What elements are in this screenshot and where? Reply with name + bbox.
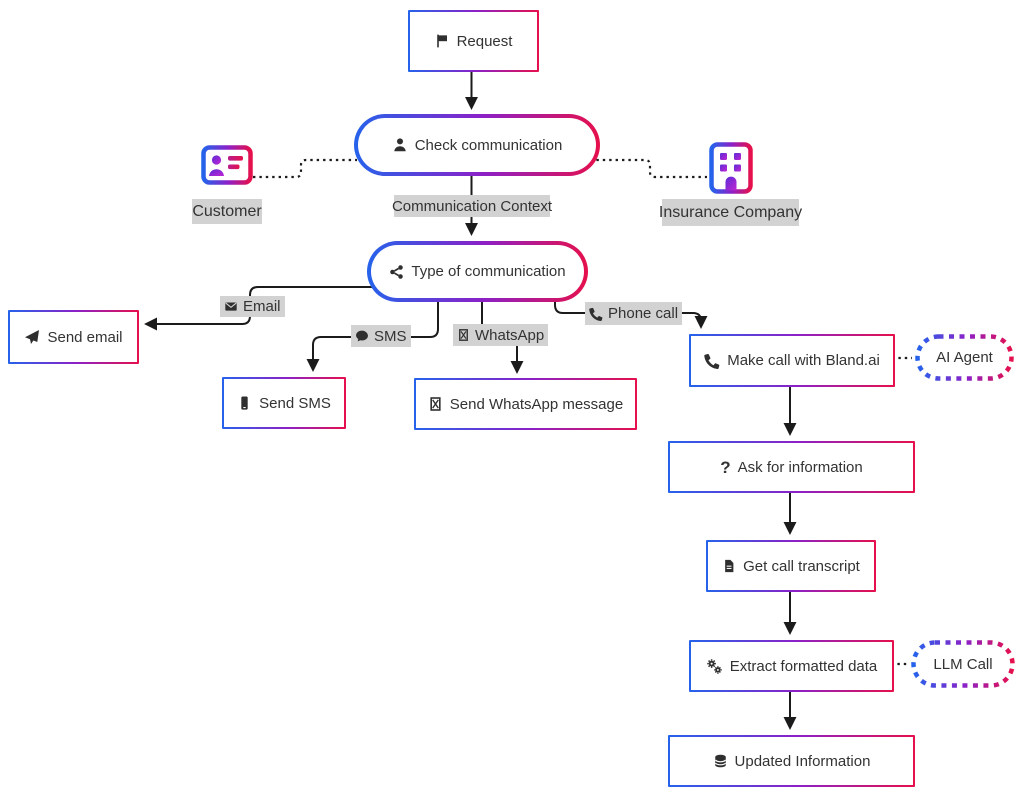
node-send-sms: Send SMS [222, 377, 346, 429]
node-send-email: Send email [8, 310, 139, 364]
user-icon [394, 138, 406, 152]
actor-customer-label: Customer [192, 199, 262, 224]
id-card-icon [201, 145, 253, 185]
llm-call-dashed-border [911, 640, 1015, 688]
question-mark-icon: ? [720, 457, 731, 477]
paper-plane-icon [25, 330, 40, 344]
node-check-communication-label: Check communication [414, 136, 563, 154]
edge-label-communication-context: Communication Context [391, 195, 553, 217]
node-ai-agent: AI Agent [915, 334, 1014, 381]
flag-icon [436, 34, 447, 48]
envelope-icon [225, 302, 237, 311]
edge-label-whatsapp: WhatsApp [453, 324, 549, 346]
phone-icon [589, 307, 603, 321]
node-send-email-label: Send email [47, 328, 123, 346]
building-icon [709, 142, 753, 194]
edge-label-sms: SMS [351, 325, 411, 347]
node-llm-call: LLM Call [911, 640, 1015, 688]
node-ask-info-label: Ask for information [737, 458, 863, 476]
edge-label-email: Email [220, 296, 285, 317]
phone-call-label-text: Phone call [608, 305, 679, 322]
database-icon [714, 754, 726, 768]
ai-agent-dashed-border [915, 334, 1014, 381]
insurance-label-text: Insurance Company [658, 203, 803, 221]
file-lines-icon [725, 559, 734, 573]
comment-icon [356, 330, 368, 342]
whatsapp-missing-glyph-icon [430, 397, 441, 411]
actor-insurance-label: Insurance Company [658, 199, 803, 226]
node-ask-info: ? Ask for information [668, 441, 915, 493]
edge-label-phone-call: Phone call [585, 302, 683, 325]
node-make-call: Make call with Bland.ai [689, 334, 895, 387]
gears-icon [706, 658, 722, 674]
share-nodes-icon [390, 264, 404, 279]
node-extract-data-label: Extract formatted data [729, 657, 878, 675]
node-type-of-communication-label: Type of communication [411, 263, 566, 280]
node-updated-info-label: Updated Information [734, 752, 871, 770]
communication-context-text: Communication Context [391, 197, 553, 215]
node-make-call-label: Make call with Bland.ai [727, 352, 880, 369]
node-request-label: Request [456, 32, 513, 50]
edge-check-insurance [590, 158, 707, 179]
whatsapp-missing-glyph-icon [459, 329, 468, 341]
node-request: Request [408, 10, 539, 72]
node-get-transcript-label: Get call transcript [743, 557, 860, 575]
node-get-transcript: Get call transcript [706, 540, 876, 592]
node-send-whatsapp: Send WhatsApp message [414, 378, 637, 430]
edge-customer-check [253, 158, 357, 179]
node-extract-data: Extract formatted data [689, 640, 894, 692]
customer-label-text: Customer [192, 202, 262, 220]
node-ai-agent-label: AI Agent [936, 349, 993, 366]
email-label-text: Email [243, 298, 281, 315]
node-type-of-communication: Type of communication [367, 241, 588, 302]
sms-label-text: SMS [374, 327, 407, 345]
node-llm-call-label: LLM Call [933, 655, 993, 673]
node-send-sms-label: Send SMS [259, 394, 331, 412]
phone-icon [704, 353, 720, 369]
mobile-icon [241, 396, 248, 410]
node-updated-info: Updated Information [668, 735, 915, 787]
whatsapp-label-text: WhatsApp [475, 326, 545, 344]
node-check-communication: Check communication [354, 114, 600, 176]
node-send-whatsapp-label: Send WhatsApp message [449, 395, 624, 413]
